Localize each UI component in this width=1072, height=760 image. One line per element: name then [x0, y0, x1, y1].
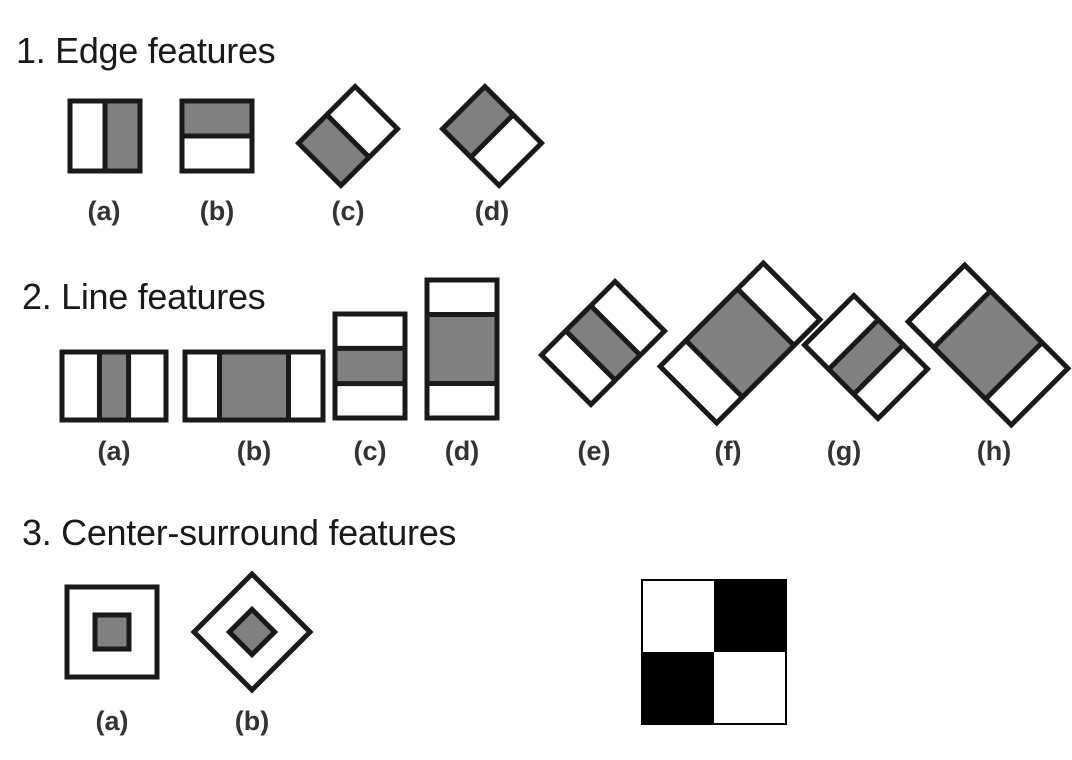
light-region [985, 342, 1068, 425]
edge-feature-d [438, 82, 546, 190]
light-region [908, 265, 991, 348]
line-features-title: 2. Line features [22, 276, 266, 317]
divider-line [325, 113, 371, 159]
outer-border [641, 579, 787, 725]
dark-region [105, 101, 140, 171]
edge-feature-a [67, 98, 143, 174]
light-region [804, 295, 879, 370]
line-feature-d [424, 277, 500, 421]
outer-border [656, 259, 824, 427]
outer-border [424, 277, 500, 421]
line-feature-c [332, 311, 408, 421]
light-region [62, 352, 100, 420]
outer-border [438, 82, 546, 190]
divider-line [826, 317, 881, 372]
inner-border [92, 612, 132, 652]
light-region [185, 352, 220, 420]
checkerboard-feature [641, 579, 787, 725]
black-region [642, 652, 714, 724]
line-feature-f-label: (f) [714, 436, 742, 466]
divider-line [983, 340, 1044, 401]
light-region [70, 101, 105, 171]
light-region [427, 383, 497, 418]
divider-line [735, 287, 796, 348]
light-region [326, 86, 398, 158]
dark-region [298, 114, 370, 186]
outer-border [59, 349, 169, 423]
light-region [541, 330, 616, 405]
center-surround-feature-b-label: (b) [234, 706, 270, 736]
center-surround-feature-a [64, 584, 160, 680]
light-region [642, 580, 714, 652]
light-region [182, 136, 252, 171]
dark-region [95, 615, 129, 649]
line-feature-b [182, 349, 326, 423]
outer-border [800, 291, 932, 423]
light-region [335, 383, 405, 418]
light-region [853, 344, 928, 419]
dark-region [335, 348, 405, 384]
center-surround-feature-a-label: (a) [95, 706, 129, 736]
dark-region [828, 319, 904, 395]
outer-border [904, 261, 1072, 429]
edge-feature-c [294, 82, 402, 190]
outer-border [67, 98, 143, 174]
line-feature-g [800, 291, 932, 423]
dark-region [99, 352, 129, 420]
edge-feature-b [179, 98, 255, 174]
light-region [590, 281, 665, 356]
divider-line [469, 113, 515, 159]
inner-border [225, 605, 279, 659]
black-region [714, 580, 786, 652]
dark-region [442, 86, 514, 158]
line-feature-h [904, 261, 1072, 429]
edge-feature-d-label: (d) [474, 196, 510, 226]
dark-region [182, 101, 252, 136]
light-region [335, 314, 405, 349]
edge-feature-b-label: (b) [199, 196, 235, 226]
dark-region [219, 352, 289, 420]
divider-line [588, 303, 643, 358]
dark-region [565, 305, 641, 381]
edge-feature-a-label: (a) [87, 196, 121, 226]
light-region [288, 352, 323, 420]
line-feature-c-label: (c) [353, 436, 387, 466]
divider-line [851, 342, 906, 397]
outer-border [64, 584, 160, 680]
line-feature-g-label: (g) [826, 436, 862, 466]
edge-features-title: 1. Edge features [16, 30, 276, 71]
outer-border [332, 311, 408, 421]
light-region [737, 263, 820, 346]
light-region [660, 340, 743, 423]
outer-border [190, 570, 314, 694]
outer-border [537, 277, 669, 409]
light-region [128, 352, 166, 420]
divider-line [932, 289, 993, 350]
line-feature-f [656, 259, 824, 427]
center-surround-features-title: 3. Center-surround features [22, 512, 457, 553]
light-region [714, 652, 786, 724]
line-feature-e [537, 277, 669, 409]
dark-region [427, 314, 497, 384]
line-feature-b-label: (b) [236, 436, 272, 466]
line-feature-a [59, 349, 169, 423]
edge-feature-c-label: (c) [331, 196, 365, 226]
outer-border [182, 349, 326, 423]
center-surround-feature-b [190, 570, 314, 694]
divider-line [563, 328, 618, 383]
outer-border [179, 98, 255, 174]
outer-border [294, 82, 402, 190]
line-feature-a-label: (a) [97, 436, 131, 466]
light-region [470, 114, 542, 186]
divider-line [684, 338, 745, 399]
line-feature-e-label: (e) [577, 436, 611, 466]
light-region [427, 280, 497, 315]
line-feature-d-label: (d) [444, 436, 480, 466]
line-feature-h-label: (h) [976, 436, 1012, 466]
